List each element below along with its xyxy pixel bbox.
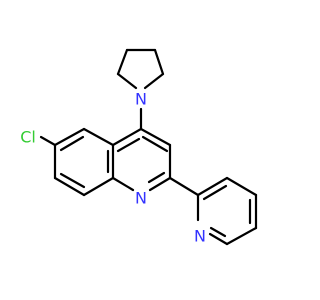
bond bbox=[111, 127, 143, 147]
bond bbox=[143, 72, 165, 90]
bond bbox=[148, 176, 172, 192]
quinoline-nitrogen-label: N bbox=[135, 189, 147, 208]
bond bbox=[59, 172, 86, 189]
chlorine-label: Cl bbox=[20, 128, 36, 147]
bond bbox=[209, 226, 227, 238]
bond bbox=[225, 176, 258, 197]
bond bbox=[82, 127, 115, 147]
bond bbox=[82, 176, 115, 197]
bond bbox=[116, 48, 129, 76]
bond bbox=[111, 176, 135, 192]
bond bbox=[208, 232, 229, 246]
bonds bbox=[39, 48, 258, 246]
bond bbox=[139, 127, 172, 147]
bond bbox=[53, 127, 86, 147]
bond bbox=[225, 226, 258, 246]
molecule-canvas: Cl N N N bbox=[20, 48, 258, 246]
bond bbox=[39, 135, 57, 147]
pyridine-nitrogen-label: N bbox=[194, 227, 206, 246]
structure-drawing: Cl N N N bbox=[20, 48, 258, 246]
bond bbox=[116, 137, 141, 153]
bond bbox=[116, 72, 138, 90]
bond bbox=[141, 135, 169, 153]
bond bbox=[53, 176, 86, 197]
pyrrolidine-nitrogen-label: N bbox=[135, 90, 147, 109]
bond bbox=[168, 176, 200, 197]
bond bbox=[196, 176, 229, 197]
atom-labels: Cl N N N bbox=[20, 90, 206, 246]
bond bbox=[59, 135, 85, 152]
bond bbox=[147, 171, 166, 184]
bond bbox=[153, 48, 165, 76]
bond bbox=[202, 184, 228, 201]
